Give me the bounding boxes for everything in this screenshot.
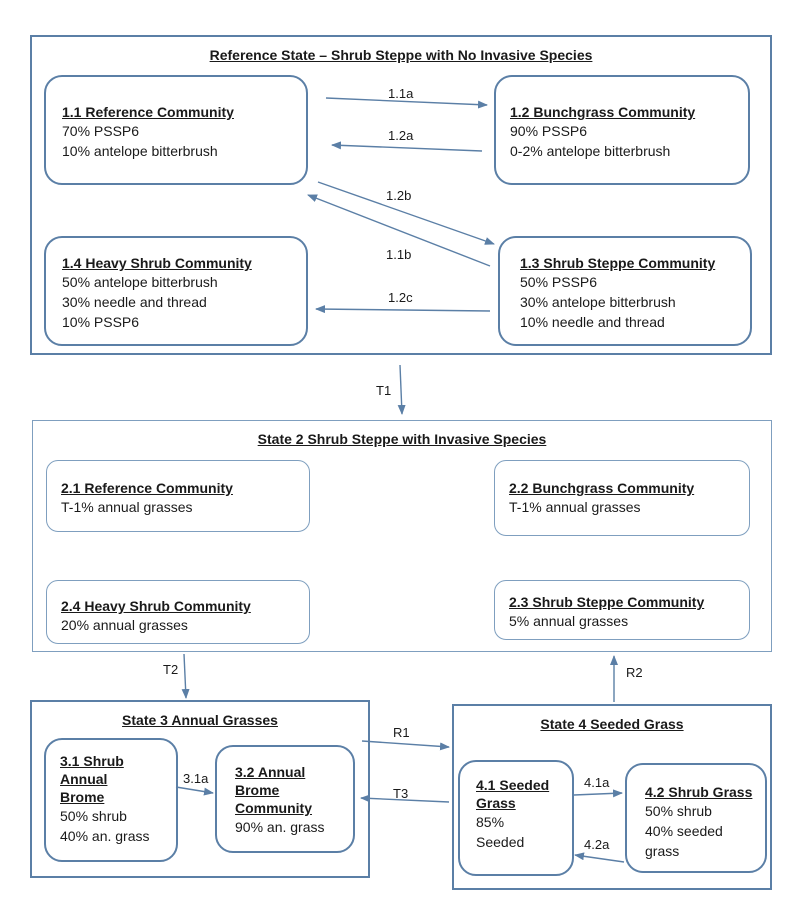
community-4-2-title: 4.2 Shrub Grass bbox=[645, 784, 753, 800]
community-1-3-title: 1.3 Shrub Steppe Community bbox=[520, 255, 716, 271]
community-4-2-line: 40% seeded bbox=[645, 823, 723, 839]
community-2-4-line: 20% annual grasses bbox=[61, 617, 188, 633]
community-2-1: 2.1 Reference Community T-1% annual gras… bbox=[46, 460, 310, 532]
community-3-2-title: Community bbox=[235, 800, 312, 816]
arrow-1-2b bbox=[317, 181, 495, 245]
community-4-1: 4.1 Seeded Grass 85% Seeded bbox=[458, 760, 574, 876]
community-3-1: 3.1 Shrub Annual Brome 50% shrub 40% an.… bbox=[44, 738, 178, 862]
community-3-1-line: 40% an. grass bbox=[60, 828, 150, 844]
community-1-3-line: 50% PSSP6 bbox=[520, 274, 598, 290]
label-1-2b: 1.2b bbox=[386, 188, 412, 203]
community-1-4: 1.4 Heavy Shrub Community 50% antelope b… bbox=[44, 236, 308, 346]
label-r2: R2 bbox=[626, 665, 643, 680]
arrow-1-2a bbox=[331, 141, 483, 152]
label-1-2c: 1.2c bbox=[388, 290, 413, 305]
community-1-4-line: 30% needle and thread bbox=[62, 294, 207, 310]
label-1-2a: 1.2a bbox=[388, 128, 414, 143]
community-4-1-line: 85% bbox=[476, 814, 505, 830]
community-2-4: 2.4 Heavy Shrub Community 20% annual gra… bbox=[46, 580, 310, 644]
community-1-1-line: 10% antelope bitterbrush bbox=[62, 143, 218, 159]
community-4-1-line: Seeded bbox=[476, 834, 525, 850]
community-1-4-title: 1.4 Heavy Shrub Community bbox=[62, 255, 252, 271]
community-3-1-title: Brome bbox=[60, 789, 105, 805]
community-1-3: 1.3 Shrub Steppe Community 50% PSSP6 30%… bbox=[498, 236, 752, 346]
community-1-1: 1.1 Reference Community 70% PSSP6 10% an… bbox=[44, 75, 308, 185]
community-1-2: 1.2 Bunchgrass Community 90% PSSP6 0-2% … bbox=[494, 75, 750, 185]
community-3-2-line: 90% an. grass bbox=[235, 819, 325, 835]
community-1-2-line: 90% PSSP6 bbox=[510, 123, 588, 139]
label-t3: T3 bbox=[393, 786, 409, 801]
community-4-2: 4.2 Shrub Grass 50% shrub 40% seeded gra… bbox=[625, 763, 767, 873]
arrow-t3 bbox=[360, 794, 450, 803]
community-3-1-title: Annual bbox=[60, 771, 108, 787]
state-2-invasive: State 2 Shrub Steppe with Invasive Speci… bbox=[32, 420, 772, 652]
state-1-reference: Reference State – Shrub Steppe with No I… bbox=[30, 35, 772, 355]
community-1-2-line: 0-2% antelope bitterbrush bbox=[510, 143, 671, 159]
label-4-1a: 4.1a bbox=[584, 775, 610, 790]
state-2-title: State 2 Shrub Steppe with Invasive Speci… bbox=[257, 431, 547, 447]
community-4-2-line: grass bbox=[645, 843, 680, 859]
label-t1: T1 bbox=[376, 383, 392, 398]
label-4-2a: 4.2a bbox=[584, 837, 610, 852]
community-2-2-line: T-1% annual grasses bbox=[509, 499, 641, 515]
community-3-1-line: 50% shrub bbox=[60, 808, 127, 824]
community-2-1-line: T-1% annual grasses bbox=[61, 499, 193, 515]
label-r1: R1 bbox=[393, 725, 410, 740]
community-2-2: 2.2 Bunchgrass Community T-1% annual gra… bbox=[494, 460, 750, 536]
label-t2: T2 bbox=[163, 662, 179, 677]
community-3-2-title: Brome bbox=[235, 782, 280, 798]
community-2-3: 2.3 Shrub Steppe Community 5% annual gra… bbox=[494, 580, 750, 640]
community-4-2-line: 50% shrub bbox=[645, 803, 712, 819]
community-1-4-line: 50% antelope bitterbrush bbox=[62, 274, 218, 290]
state-1-title: Reference State – Shrub Steppe with No I… bbox=[209, 47, 593, 63]
community-3-2-title: 3.2 Annual bbox=[235, 764, 306, 780]
community-1-3-line: 10% needle and thread bbox=[520, 314, 665, 330]
community-1-1-title: 1.1 Reference Community bbox=[62, 104, 234, 120]
arrow-r1 bbox=[361, 740, 450, 751]
community-3-1-title: 3.1 Shrub bbox=[60, 753, 124, 769]
arrow-4-1a bbox=[573, 789, 623, 798]
label-1-1a: 1.1a bbox=[388, 86, 414, 101]
community-2-3-title: 2.3 Shrub Steppe Community bbox=[509, 594, 705, 610]
arrow-4-2a bbox=[574, 852, 625, 863]
community-4-1-title: Grass bbox=[476, 795, 516, 811]
community-2-1-title: 2.1 Reference Community bbox=[61, 480, 233, 496]
arrow-1-1b bbox=[307, 194, 491, 267]
arrow-t2 bbox=[181, 653, 190, 699]
arrow-1-1a bbox=[325, 97, 488, 109]
community-1-1-line: 70% PSSP6 bbox=[62, 123, 140, 139]
arrow-t1 bbox=[397, 364, 406, 415]
state-3-title: State 3 Annual Grasses bbox=[122, 712, 278, 728]
community-2-3-line: 5% annual grasses bbox=[509, 613, 629, 629]
arrow-1-2c bbox=[315, 305, 491, 314]
label-1-1b: 1.1b bbox=[386, 247, 412, 262]
label-3-1a: 3.1a bbox=[183, 771, 209, 786]
community-2-4-title: 2.4 Heavy Shrub Community bbox=[61, 598, 251, 614]
community-2-2-title: 2.2 Bunchgrass Community bbox=[509, 480, 695, 496]
state-3-annual-grasses: State 3 Annual Grasses bbox=[30, 700, 370, 878]
arrow-3-1a bbox=[175, 786, 214, 796]
state-4-seeded-grass: State 4 Seeded Grass bbox=[452, 704, 772, 890]
community-1-3-line: 30% antelope bitterbrush bbox=[520, 294, 676, 310]
state-4-title: State 4 Seeded Grass bbox=[540, 716, 684, 732]
community-1-4-line: 10% PSSP6 bbox=[62, 314, 140, 330]
community-3-2: 3.2 Annual Brome Community 90% an. grass bbox=[215, 745, 355, 853]
community-1-2-title: 1.2 Bunchgrass Community bbox=[510, 104, 696, 120]
community-4-1-title: 4.1 Seeded bbox=[476, 777, 550, 793]
